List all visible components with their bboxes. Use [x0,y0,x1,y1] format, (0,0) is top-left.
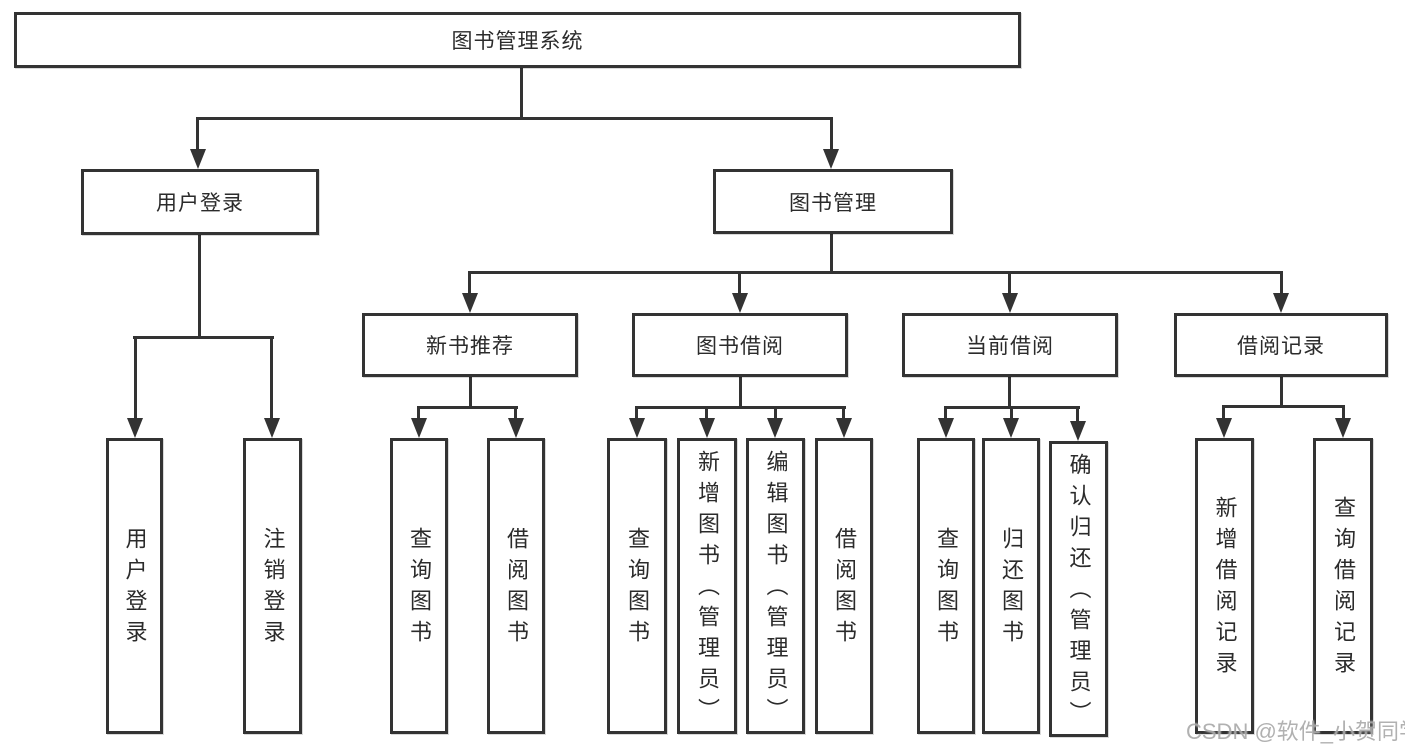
connector-line [842,406,845,420]
connector-line [830,117,833,149]
arrow-down-icon [264,418,280,438]
leaf-edit-book-admin: 编辑图书（管理员） [746,438,805,734]
arrow-down-icon [1216,418,1232,438]
leaf-return-books: 归还图书 [982,438,1040,734]
connector-line [1008,377,1011,409]
connector-line [469,377,472,409]
node-book-management: 图书管理 [713,169,953,234]
arrow-down-icon [1070,421,1086,441]
leaf-confirm-return-admin: 确认归还（管理员） [1049,441,1108,737]
leaf-add-book-admin: 新增图书（管理员） [677,438,737,734]
connector-line [944,406,947,420]
connector-line [1010,406,1013,420]
connector-line [738,271,741,295]
arrow-down-icon [767,418,783,438]
connector-line [134,336,137,420]
leaf-borrow-books-recommend: 借阅图书 [487,438,545,734]
leaf-query-books-recommend: 查询图书 [390,438,448,734]
connector-line [196,117,199,149]
connector-line [1342,405,1345,420]
node-user-login: 用户登录 [81,169,319,235]
connector-line [133,336,274,339]
leaf-logout: 注销登录 [243,438,302,734]
connector-line [1076,406,1079,423]
connector-line [1008,271,1011,295]
leaf-borrow-books: 借阅图书 [815,438,873,734]
leaf-add-borrow-record: 新增借阅记录 [1195,438,1254,734]
connector-line [1222,405,1225,420]
arrow-down-icon [629,418,645,438]
arrow-down-icon [938,418,954,438]
connector-line [1280,377,1283,408]
arrow-down-icon [1273,293,1289,313]
connector-line [830,234,833,274]
connector-line [468,271,471,295]
node-new-book-recommend: 新书推荐 [362,313,578,377]
arrow-down-icon [462,293,478,313]
leaf-query-books-current: 查询图书 [917,438,975,734]
arrow-down-icon [127,418,143,438]
csdn-watermark: CSDN @软件_小贺同学 [1186,719,1405,744]
arrow-down-icon [1003,418,1019,438]
connector-line [520,68,523,120]
arrow-down-icon [1335,418,1351,438]
connector-line [514,406,517,420]
connector-line [635,406,638,420]
node-book-borrow: 图书借阅 [632,313,848,377]
connector-line [1280,271,1283,295]
arrow-down-icon [190,149,206,169]
connector-line [468,271,1283,274]
connector-line [270,336,273,420]
leaf-query-borrow-record: 查询借阅记录 [1313,438,1373,734]
arrow-down-icon [823,149,839,169]
arrow-down-icon [411,418,427,438]
connector-line [417,406,518,409]
arrow-down-icon [732,293,748,313]
connector-line [739,377,742,409]
connector-line [198,234,201,338]
arrow-down-icon [699,418,715,438]
connector-line [705,406,708,420]
arrow-down-icon [1002,293,1018,313]
connector-line [774,406,777,420]
node-current-borrow: 当前借阅 [902,313,1118,377]
node-borrow-records: 借阅记录 [1174,313,1388,377]
leaf-query-books-borrow: 查询图书 [607,438,667,734]
arrow-down-icon [836,418,852,438]
node-library-system: 图书管理系统 [14,12,1021,68]
connector-line [196,117,833,120]
connector-line [417,406,420,420]
leaf-user-login: 用户登录 [106,438,163,734]
connector-line [1222,405,1345,408]
arrow-down-icon [508,418,524,438]
connector-line [635,406,846,409]
